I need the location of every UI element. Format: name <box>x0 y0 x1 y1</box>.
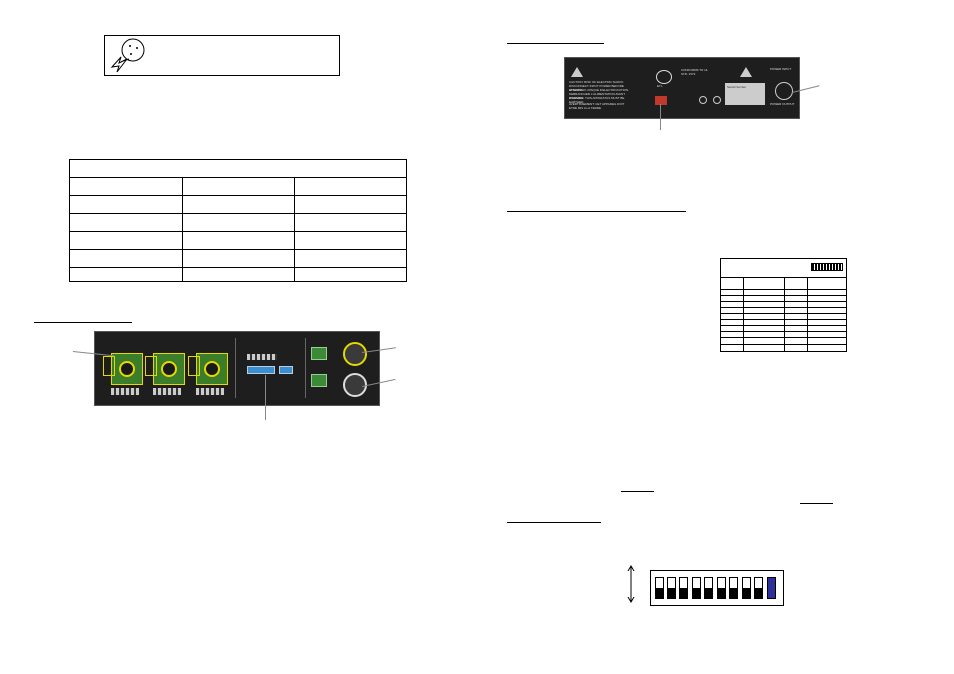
warning-triangle-icon <box>571 67 583 77</box>
dip-switch-10 <box>767 577 776 599</box>
dip-switch-8 <box>742 577 751 599</box>
dip-switch-mini-icon <box>811 263 843 271</box>
table-row <box>70 249 406 268</box>
electric-shock-hazard-icon <box>110 38 145 73</box>
phoenix-connector-bottom <box>311 374 327 387</box>
xlr-output-male <box>343 373 367 397</box>
red-voltage-switch <box>655 96 667 105</box>
power-output-label: POWER OUTPUT <box>770 102 795 106</box>
terminal-strip <box>153 388 181 395</box>
table-row <box>70 213 406 232</box>
cert-text: CONFORMS TO UL STD. 1573 <box>681 68 708 76</box>
table-row <box>70 231 406 250</box>
dip-switch-7 <box>729 577 738 599</box>
etl-label: ETL <box>657 84 663 88</box>
section-heading-underline <box>34 322 132 323</box>
ground-icon <box>699 96 707 104</box>
ce-mark-icon <box>713 96 721 104</box>
section-heading-underline <box>507 211 686 212</box>
speaker-connector-1 <box>111 353 143 385</box>
terminal-strip <box>111 388 139 395</box>
speaker-connector-2 <box>153 353 185 385</box>
rear-panel-image <box>94 331 380 406</box>
warning-text: WARNING: THIS APPARATUS MUST BE EARTHED. <box>569 96 625 104</box>
inline-underline <box>621 491 654 492</box>
table-row <box>70 177 406 196</box>
spec-table-header <box>70 160 406 178</box>
attention-text: ATTENTION: RISQUE D'ELECTROCUTION. DEBRA… <box>569 88 630 100</box>
table-column-divider <box>182 177 183 281</box>
serial-label: Serial Number <box>725 83 765 105</box>
dip-bank-top <box>247 354 277 360</box>
inline-underline <box>800 503 833 504</box>
shock-warning-box <box>104 35 340 76</box>
etl-listed-icon <box>656 70 672 84</box>
table-row <box>70 264 406 282</box>
spec-table <box>69 159 407 282</box>
back-panel-image: CAUTION: RISK OF ELECTRIC SHOCK. DISCONN… <box>564 57 800 119</box>
table-row <box>70 195 406 214</box>
terminal-strip <box>196 388 224 395</box>
dip-switch-9 <box>754 577 763 599</box>
dip-switch-5 <box>704 577 713 599</box>
phoenix-connector-top <box>311 347 327 360</box>
speaker-connector-3 <box>196 353 228 385</box>
section-heading-underline <box>507 522 601 523</box>
xlr-input-female <box>343 342 367 366</box>
up-down-arrow-icon <box>627 565 635 603</box>
dip-switch-4 <box>692 577 701 599</box>
dip-setting-table <box>720 258 847 352</box>
section-heading-underline <box>507 43 604 44</box>
avertissement-text: AVERTISSEMENT: CET APPAREIL DOIT ETRE MI… <box>569 102 625 110</box>
dip-switch-2 <box>667 577 676 599</box>
power-input-label: POWER INPUT <box>770 67 792 71</box>
dip-switch-6 <box>717 577 726 599</box>
table-column-divider <box>294 177 295 281</box>
warning-triangle-icon <box>740 67 752 77</box>
callout-line <box>660 104 661 130</box>
dip-switch-diagram <box>650 570 784 606</box>
blue-dip-switch-bank-small <box>279 366 293 374</box>
dip-switch-3 <box>679 577 688 599</box>
power-inlet <box>775 82 793 100</box>
caution-text: CAUTION: RISK OF ELECTRIC SHOCK. DISCONN… <box>569 80 625 92</box>
blue-dip-switch-bank <box>247 366 275 374</box>
callout-line <box>265 375 266 420</box>
dip-switch-1 <box>655 577 664 599</box>
